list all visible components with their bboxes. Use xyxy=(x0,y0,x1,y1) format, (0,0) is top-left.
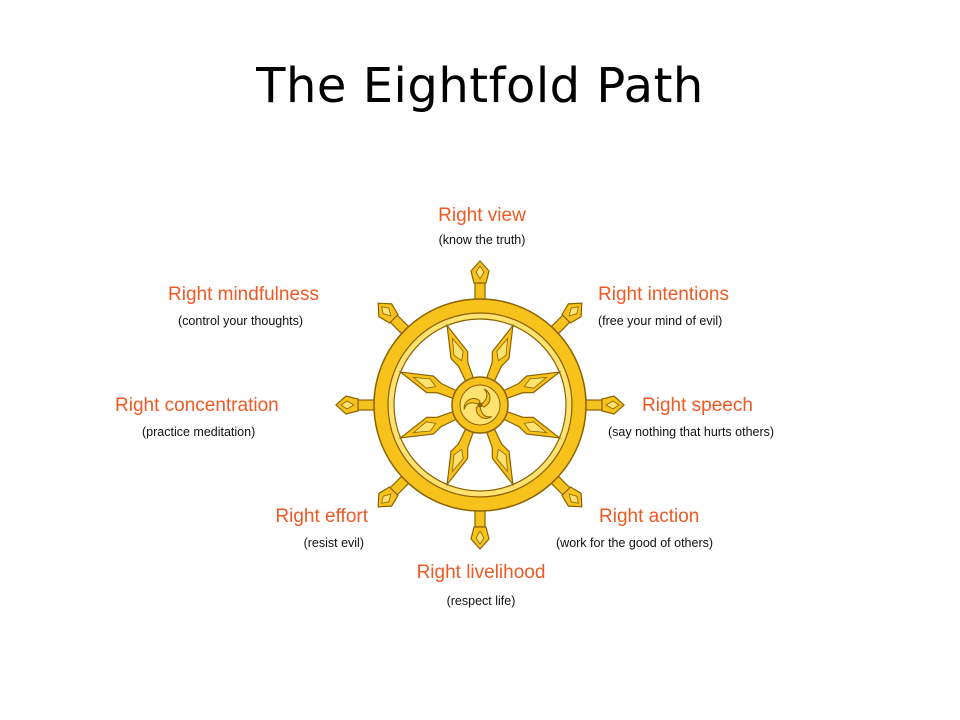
path-description: (work for the good of others) xyxy=(556,536,714,550)
path-item-right-intentions: Right intentions (free your mind of evil… xyxy=(598,284,729,328)
path-description: (respect life) xyxy=(446,594,516,608)
path-item-right-speech: Right speech (say nothing that hurts oth… xyxy=(608,395,774,439)
path-description: (control your thoughts) xyxy=(178,314,304,328)
path-name: Right intentions xyxy=(598,284,729,305)
path-item-right-mindfulness: Right mindfulness (control your thoughts… xyxy=(168,284,319,328)
path-name: Right action xyxy=(599,506,700,527)
wheel-spoke xyxy=(446,424,476,487)
wheel-spoke xyxy=(398,409,461,439)
wheel-handle xyxy=(470,260,490,304)
path-item-right-effort: Right effort (resist evil) xyxy=(275,506,368,550)
path-name: Right concentration xyxy=(115,395,279,416)
path-item-right-action: Right action (work for the good of other… xyxy=(556,506,713,550)
wheel-handle xyxy=(335,395,379,415)
slide-title: The Eightfold Path xyxy=(256,58,704,114)
path-item-right-concentration: Right concentration (practice meditation… xyxy=(115,395,279,439)
path-name: Right livelihood xyxy=(416,562,546,583)
path-item-right-livelihood: Right livelihood (respect life) xyxy=(417,562,546,608)
path-name: Right speech xyxy=(642,395,753,416)
path-description: (practice meditation) xyxy=(142,425,256,439)
path-description: (know the truth) xyxy=(438,233,526,247)
path-description: (resist evil) xyxy=(303,536,364,550)
wheel-spoke xyxy=(499,409,562,439)
path-name: Right mindfulness xyxy=(168,284,320,305)
path-description: (free your mind of evil) xyxy=(598,314,723,328)
wheel-handle xyxy=(470,506,490,550)
path-item-right-view: Right view (know the truth) xyxy=(438,205,526,247)
wheel-handle xyxy=(581,395,625,415)
path-name: Right effort xyxy=(275,506,368,527)
path-description: (say nothing that hurts others) xyxy=(608,425,775,439)
path-name: Right view xyxy=(438,205,526,226)
wheel-spoke xyxy=(484,323,514,386)
